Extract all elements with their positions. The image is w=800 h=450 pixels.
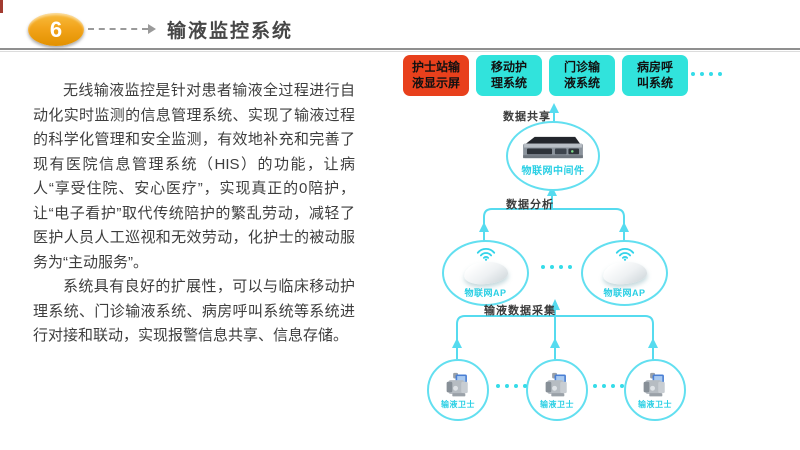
system-box-mobile-nursing: 移动护 理系统	[476, 55, 542, 96]
wifi-icon	[615, 248, 634, 261]
system-box-label: 移动护 理系统	[490, 59, 527, 90]
infusion-pump-icon	[446, 372, 468, 396]
paragraph-1: 无线输液监控是针对患者输液全过程进行自动化实时监测的信息管理系统、实现了输液过程…	[33, 82, 355, 271]
iot-ap-node: 物联网AP	[581, 240, 668, 306]
system-box-label: 护士站输 液显示屏	[411, 59, 460, 90]
infusion-guard-node: 输液卫士	[427, 359, 489, 421]
guard-label: 输液卫士	[638, 399, 672, 409]
dashed-connector	[88, 28, 148, 30]
corner-accent-mark	[0, 0, 3, 13]
system-box-label: 门诊输 液系统	[563, 59, 600, 90]
connector-lines	[452, 103, 658, 360]
iot-ap-node: 物联网AP	[442, 240, 529, 306]
middleware-label: 物联网中间件	[521, 166, 585, 177]
ellipsis-dots	[541, 265, 572, 269]
wifi-icon	[476, 248, 495, 261]
slide-title: 输液监控系统	[167, 21, 294, 42]
guard-label: 输液卫士	[540, 399, 574, 409]
ap-label: 物联网AP	[464, 288, 507, 298]
header-divider	[0, 48, 800, 52]
access-point-device	[601, 260, 648, 286]
server-icon	[523, 136, 583, 159]
system-box-label: 病房呼 叫系统	[636, 59, 673, 90]
access-point-device	[462, 260, 509, 286]
data-analysis-label: 数据分析	[506, 199, 554, 211]
architecture-diagram: 护士站输 液显示屏 移动护 理系统 门诊输 液系统 病房呼 叫系统 数据共享	[395, 50, 800, 450]
system-box-nurse-station-display: 护士站输 液显示屏	[403, 55, 469, 96]
guard-label: 输液卫士	[441, 399, 475, 409]
paragraph-2: 系统具有良好的扩展性，可以与临床移动护理系统、门诊输液系统、病房呼叫系统等系统进…	[33, 278, 355, 344]
data-collection-label: 输液数据采集	[484, 305, 556, 317]
ap-label: 物联网AP	[603, 288, 646, 298]
infusion-guard-node: 输液卫士	[624, 359, 686, 421]
infusion-guard-node: 输液卫士	[526, 359, 588, 421]
page-number-badge: 6	[28, 13, 84, 46]
page-number: 6	[49, 16, 63, 42]
data-share-label: 数据共享	[503, 111, 551, 123]
ellipsis-dots	[593, 384, 624, 388]
system-box-outpatient-infusion: 门诊输 液系统	[549, 55, 615, 96]
infusion-pump-icon	[643, 372, 665, 396]
middleware-node: 物联网中间件	[506, 121, 600, 191]
ellipsis-dots	[691, 72, 722, 76]
dashed-connector-arrowhead-icon	[148, 24, 156, 34]
infusion-pump-icon	[545, 372, 567, 396]
description-text: 无线输液监控是针对患者输液全过程进行自动化实时监测的信息管理系统、实现了输液过程…	[33, 79, 355, 349]
system-box-ward-call: 病房呼 叫系统	[622, 55, 688, 96]
ellipsis-dots	[496, 384, 527, 388]
top-systems-row: 护士站输 液显示屏 移动护 理系统 门诊输 液系统 病房呼 叫系统	[403, 55, 688, 96]
